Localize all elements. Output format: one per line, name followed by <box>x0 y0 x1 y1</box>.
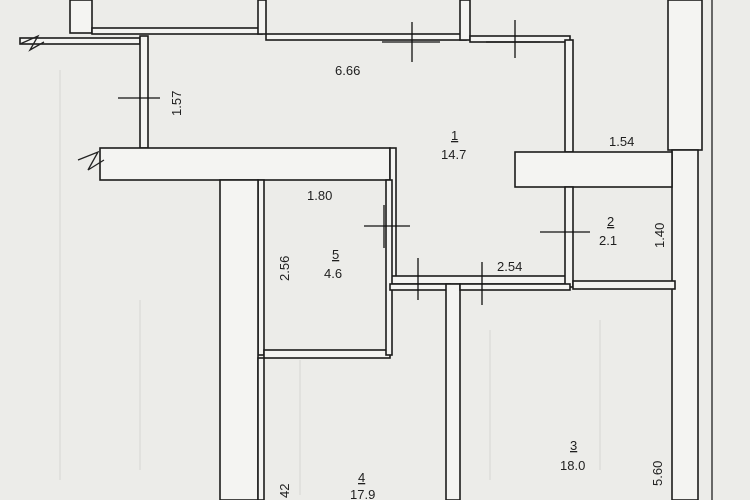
room-5-walls <box>257 179 393 359</box>
entry-break-marks <box>19 34 105 171</box>
room-2-area: 2.1 <box>599 233 617 248</box>
dim-room5-width: 1.80 <box>307 188 332 203</box>
dim-room5-height: 2.56 <box>277 256 292 281</box>
room-1-number: 1 <box>451 128 458 143</box>
door-ticks <box>118 20 590 305</box>
room-1-walls <box>19 35 673 285</box>
dim-corridor-width: 2.54 <box>497 259 522 274</box>
dim-left-entry: 1.57 <box>169 91 184 116</box>
room-1-area: 14.7 <box>441 147 466 162</box>
dim-room4-height: 42 <box>277 484 292 498</box>
dim-right-top: 1.54 <box>609 134 634 149</box>
outer-right-wall <box>667 0 713 500</box>
room-4-number: 4 <box>358 470 365 485</box>
room-5-number: 5 <box>332 247 339 262</box>
room-3-area: 18.0 <box>560 458 585 473</box>
room-3-number: 3 <box>570 438 577 453</box>
top-rooms <box>69 0 571 43</box>
room-4-area: 17.9 <box>350 487 375 500</box>
dim-room3-height: 5.60 <box>650 461 665 486</box>
room-5-area: 4.6 <box>324 266 342 281</box>
scan-texture <box>59 70 601 495</box>
dim-hall-length: 6.66 <box>335 63 360 78</box>
room-2-number: 2 <box>607 214 614 229</box>
dim-room2-height: 1.40 <box>652 223 667 248</box>
lower-walls <box>219 179 571 500</box>
